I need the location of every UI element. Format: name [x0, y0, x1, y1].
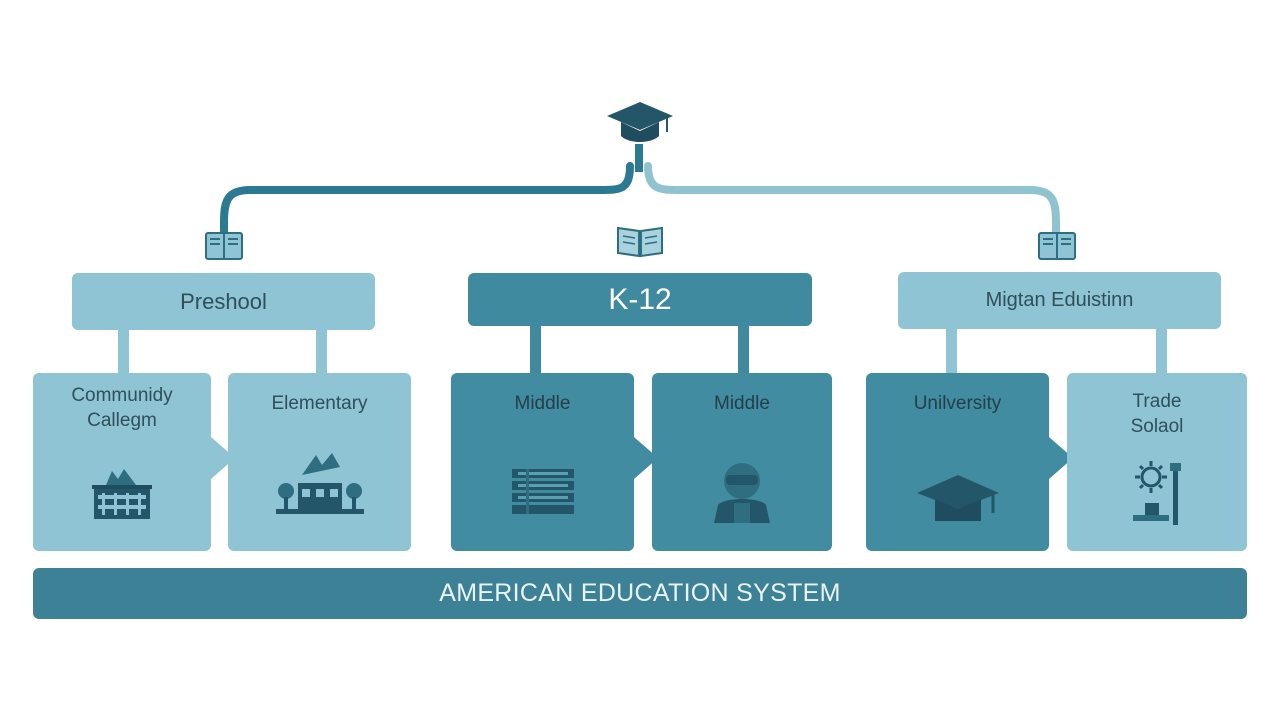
header-preschool: Preshool: [72, 273, 375, 330]
stem: [946, 329, 957, 374]
banner-american-education-system: AMERICAN EDUCATION SYSTEM: [33, 568, 1247, 619]
card-title: Communidy Callegm: [71, 385, 173, 431]
banner-label: AMERICAN EDUCATION SYSTEM: [439, 579, 841, 607]
stem: [316, 330, 327, 374]
card-title: Middle: [514, 393, 571, 414]
stem: [530, 326, 541, 374]
stem: [1156, 329, 1167, 374]
connector-left: [220, 162, 634, 236]
header-higher-education: Migtan Eduistinn: [898, 272, 1221, 329]
books-stack-icon: [511, 469, 574, 514]
graduation-cap-icon: [607, 102, 673, 142]
campus-icon: [275, 453, 364, 514]
book-icon: [205, 232, 243, 260]
student-icon: [714, 463, 770, 523]
school-building-icon: [92, 469, 152, 519]
header-higher-education-label: Migtan Eduistinn: [985, 289, 1134, 311]
connector-right: [644, 162, 1060, 236]
header-k12-label: K-12: [608, 282, 672, 316]
header-k12: K-12: [468, 273, 812, 326]
card-middle-1: Middle: [451, 373, 634, 551]
card-title: Middle: [714, 393, 770, 414]
header-preschool-label: Preshool: [180, 288, 267, 314]
stem: [738, 326, 749, 374]
card-title: Trade Solaol: [1130, 391, 1184, 437]
card-title: Unilversity: [913, 393, 1002, 414]
tools-icon: [1133, 461, 1181, 525]
card-title: Elementary: [271, 393, 368, 414]
open-book-icon: [617, 226, 663, 258]
book-icon: [1038, 232, 1076, 260]
card-trade-school: Trade Solaol: [1067, 373, 1247, 551]
stem: [118, 330, 129, 374]
card-elementary: Elementary: [228, 373, 411, 551]
card-middle-2: Middle: [652, 373, 832, 551]
card-community-college: Communidy Callegm: [33, 373, 211, 551]
card-university: Unilversity: [866, 373, 1049, 551]
mortarboard-icon: [916, 475, 999, 521]
